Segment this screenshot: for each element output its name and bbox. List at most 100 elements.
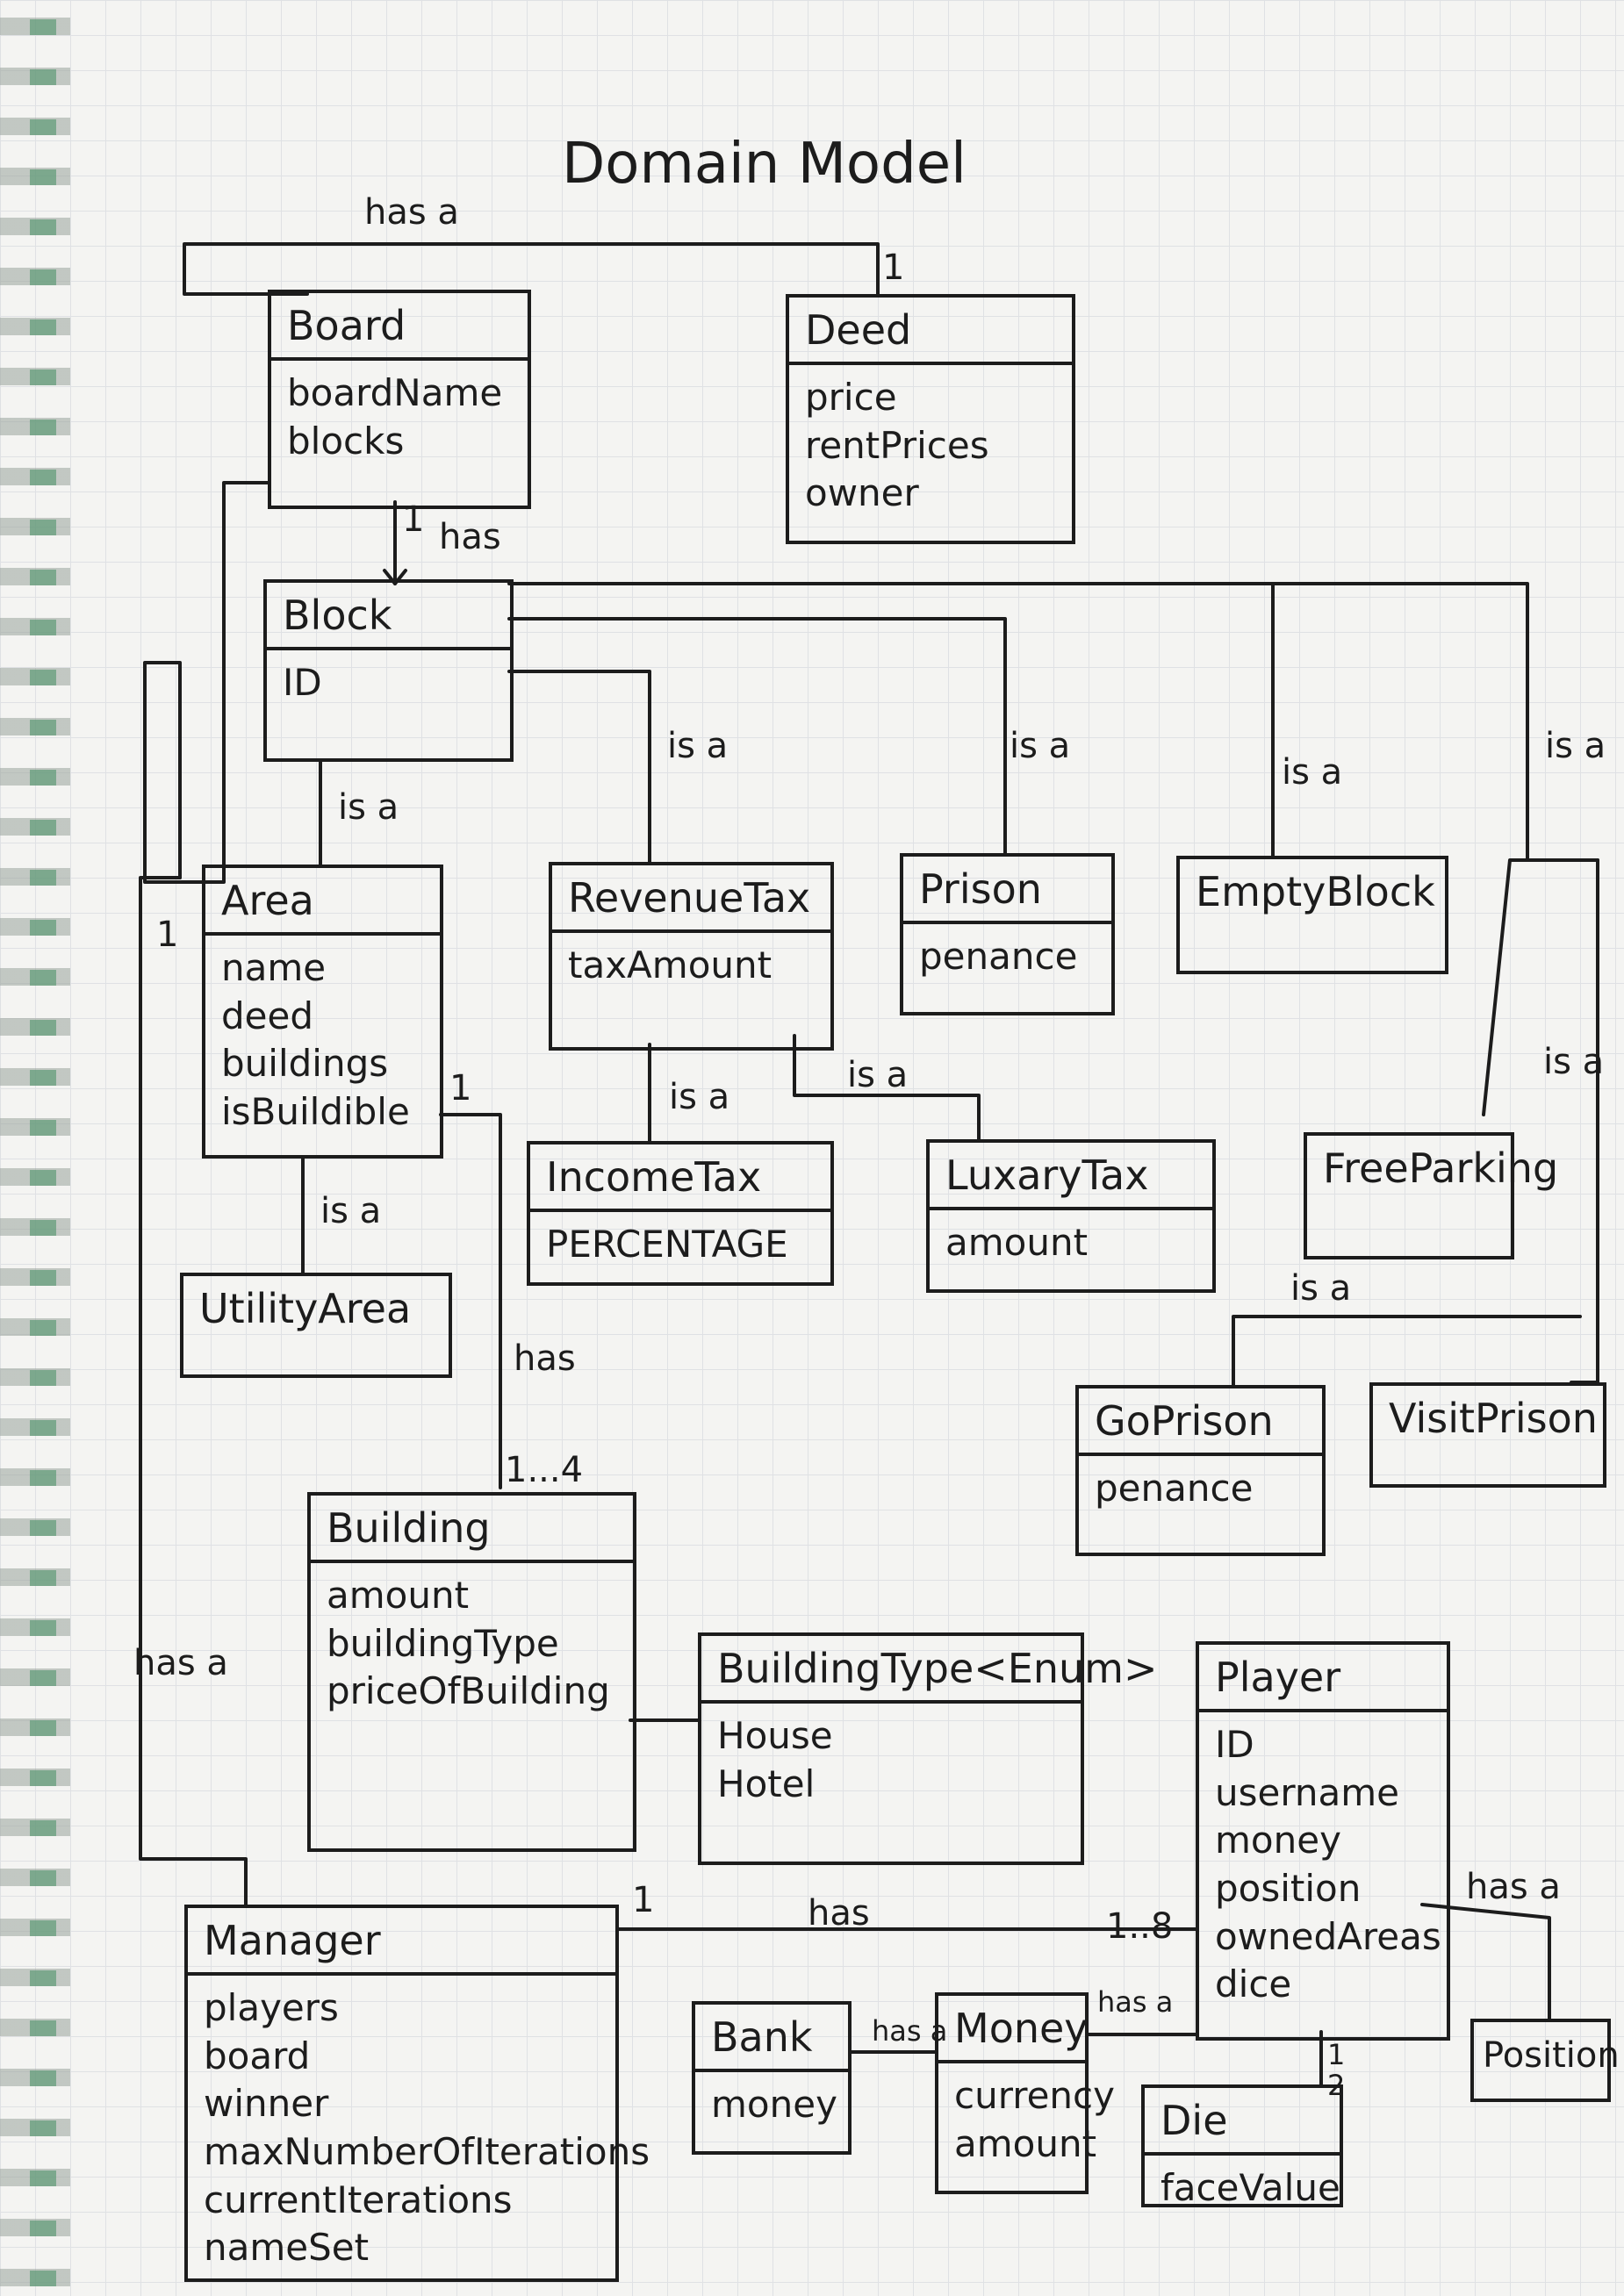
class-bank: Bank money <box>692 2001 852 2155</box>
label-block-area: is a <box>338 787 399 828</box>
mult-area-building: 1 <box>449 1068 472 1109</box>
enum-house: House <box>717 1714 833 1758</box>
link-right-vertical <box>1482 858 1599 1116</box>
class-luxury-tax-name: LuxaryTax <box>930 1143 1212 1211</box>
class-empty-block-name: EmptyBlock <box>1196 868 1435 915</box>
class-luxury-tax: LuxaryTax amount <box>926 1139 1216 1293</box>
attr-luxury-amount: amount <box>945 1221 1089 1265</box>
class-revenue-tax-name: RevenueTax <box>552 865 830 934</box>
class-go-prison-name: GoPrison <box>1079 1388 1322 1457</box>
label-player-money: has a <box>1097 1985 1174 2019</box>
attr-board: board <box>204 2034 311 2077</box>
attr-owner: owner <box>805 471 919 515</box>
attr-blocks: blocks <box>287 419 405 463</box>
attr-percentage: PERCENTAGE <box>546 1223 788 1266</box>
class-area: Area name deed buildings isBuildible <box>202 865 443 1159</box>
attr-money-amount: amount <box>954 2121 1097 2165</box>
class-income-tax-name: IncomeTax <box>530 1144 830 1213</box>
class-building-type: BuildingType<Enum> House Hotel <box>698 1632 1158 1865</box>
class-player-name: Player <box>1199 1645 1447 1713</box>
mult-board-deed: 1 <box>882 248 905 288</box>
class-revenue-tax: RevenueTax taxAmount <box>549 862 834 1051</box>
class-visit-prison: VisitPrison <box>1369 1382 1606 1488</box>
mult-die-1: 1 <box>1327 2038 1346 2071</box>
class-building-name: Building <box>311 1496 633 1564</box>
attr-maxnumberofiterations: maxNumberOfIterations <box>204 2129 650 2173</box>
class-utility-area-name: UtilityArea <box>199 1285 412 1332</box>
class-manager-name: Manager <box>188 1908 615 1977</box>
link-board-deed <box>183 242 880 296</box>
mult-board-block: 1 <box>402 499 425 540</box>
label-revenue-luxury: is a <box>847 1055 909 1095</box>
label-manager-player: has <box>808 1893 870 1934</box>
attr-building-amount: amount <box>327 1574 470 1618</box>
enum-hotel: Hotel <box>717 1761 816 1805</box>
link-block-revenue <box>507 670 651 864</box>
attr-block-id: ID <box>283 661 322 705</box>
diagram-title: Domain Model <box>562 132 966 197</box>
class-money-name: Money <box>938 1996 1089 2064</box>
label-block-empty: is a <box>1282 752 1343 793</box>
link-block-empty-right <box>507 582 1529 862</box>
label-player-position: has a <box>1466 1867 1561 1907</box>
label-block-revenue: is a <box>667 726 729 766</box>
attr-nameset: nameSet <box>204 2226 370 2270</box>
class-bank-name: Bank <box>695 2005 848 2073</box>
attr-winner: winner <box>204 2082 329 2126</box>
attr-area-name: name <box>221 946 327 990</box>
class-manager: Manager players board winner maxNumberOf… <box>184 1905 650 2282</box>
arrowhead-board-block <box>383 569 407 585</box>
attr-position: position <box>1215 1866 1362 1910</box>
class-die-name: Die <box>1145 2088 1340 2156</box>
attr-prison-penance: penance <box>919 935 1078 979</box>
link-board-area <box>143 481 269 884</box>
link-revenue-luxury <box>793 1034 981 1141</box>
attr-area-buildings: buildings <box>221 1042 389 1086</box>
mult-player: 1..8 <box>1106 1906 1174 1947</box>
mult-area: 1 <box>156 915 179 955</box>
class-block: Block ID <box>263 579 514 762</box>
link-player-position <box>1420 1903 1551 2020</box>
mult-die-2: 2 <box>1327 2069 1346 2102</box>
class-area-name: Area <box>205 868 440 936</box>
class-go-prison: GoPrison penance <box>1075 1385 1326 1556</box>
label-block-right: is a <box>1545 726 1606 766</box>
attr-priceofbuilding: priceOfBuilding <box>327 1669 610 1713</box>
attr-buildingtype: buildingType <box>327 1621 559 1665</box>
notebook-spiral-rings <box>30 0 56 2296</box>
class-position-name: Position <box>1483 2035 1620 2076</box>
link-manager-board <box>139 876 248 1906</box>
attr-go-prison-penance: penance <box>1095 1467 1254 1510</box>
link-right-visit <box>1570 858 1599 1384</box>
link-area-building <box>439 1113 502 1489</box>
attr-currency: currency <box>954 2074 1115 2118</box>
label-manager-board: has a <box>133 1643 228 1683</box>
attr-taxamount: taxAmount <box>568 944 772 987</box>
attr-money: money <box>1215 1819 1341 1862</box>
class-position: Position <box>1470 2019 1620 2102</box>
attr-dice: dice <box>1215 1962 1292 2006</box>
attr-rentprices: rentPrices <box>805 423 989 467</box>
class-money: Money currency amount <box>935 1992 1115 2194</box>
label-area-utility: is a <box>320 1191 382 1231</box>
label-bank-money: has a <box>872 2014 948 2048</box>
class-prison: Prison penance <box>900 853 1115 1015</box>
attr-username: username <box>1215 1770 1399 1814</box>
class-die: Die faceValue <box>1141 2084 1343 2209</box>
mult-manager: 1 <box>632 1880 655 1920</box>
attr-price: price <box>805 376 897 420</box>
link-free-go <box>1232 1315 1582 1387</box>
attr-facevalue: faceValue <box>1161 2166 1340 2210</box>
class-deed: Deed price rentPrices owner <box>786 294 1075 544</box>
class-empty-block: EmptyBlock <box>1176 856 1448 974</box>
class-free-parking-name: FreeParking <box>1323 1144 1559 1192</box>
class-player: Player ID username money position ownedA… <box>1196 1641 1450 2041</box>
mult-building: 1...4 <box>505 1450 584 1490</box>
attr-area-deed: deed <box>221 994 313 1037</box>
label-area-building: has <box>514 1338 576 1379</box>
attr-ownedareas: ownedAreas <box>1215 1914 1441 1958</box>
class-building: Building amount buildingType priceOfBuil… <box>307 1492 636 1852</box>
class-utility-area: UtilityArea <box>180 1273 452 1378</box>
class-visit-prison-name: VisitPrison <box>1389 1395 1598 1442</box>
label-block-prison: is a <box>1010 726 1071 766</box>
